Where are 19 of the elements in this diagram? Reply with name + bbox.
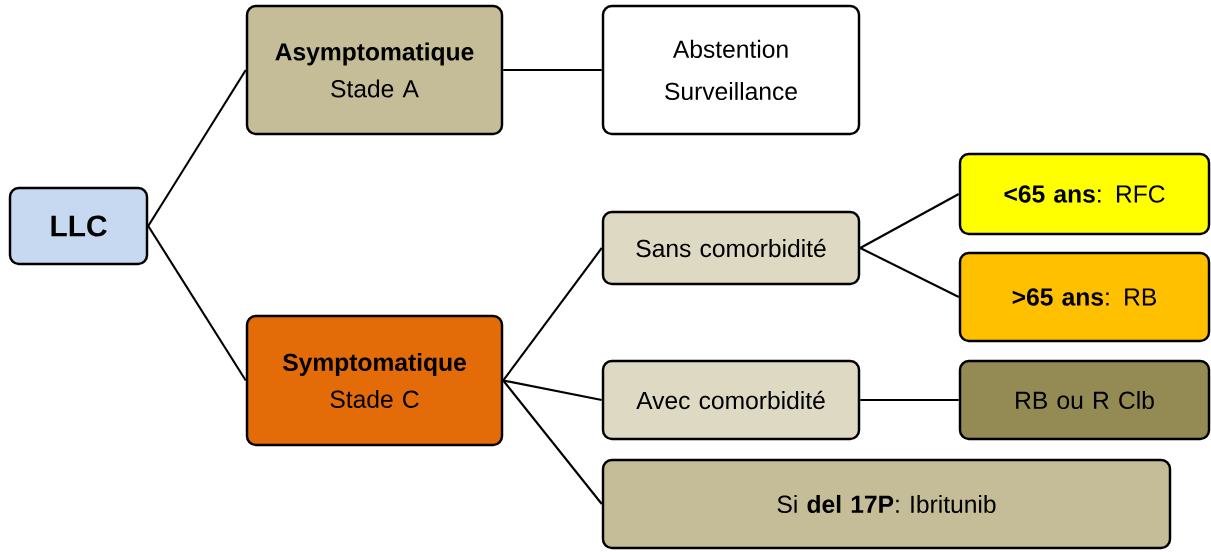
treatment-box: <65 ans: RFC: [958, 152, 1211, 236]
treatment-box: RB ou R Clb: [958, 359, 1211, 441]
connector-line: [859, 193, 960, 249]
stage-box: Asymptomatique Stade A: [245, 4, 504, 136]
connector-line: [503, 68, 602, 72]
root-box: LLC: [8, 186, 149, 266]
condition-box: Avec comorbidité: [601, 359, 861, 441]
condition-box: Sans comorbidité: [601, 210, 861, 286]
connector-line: [860, 398, 959, 402]
treatment-box: Abstention Surveillance: [601, 4, 861, 136]
treatment-box: >65 ans: RB: [958, 251, 1211, 343]
connector-line: [859, 247, 960, 298]
connector-line: [147, 69, 247, 227]
connector-line: [502, 379, 603, 505]
connector-line: [502, 247, 603, 382]
treatment-box: Si del 17P: Ibritunib: [601, 458, 1172, 550]
stage-box: Symptomatique Stade C: [245, 314, 504, 447]
connector-line: [503, 379, 602, 402]
connector-line: [147, 225, 247, 382]
